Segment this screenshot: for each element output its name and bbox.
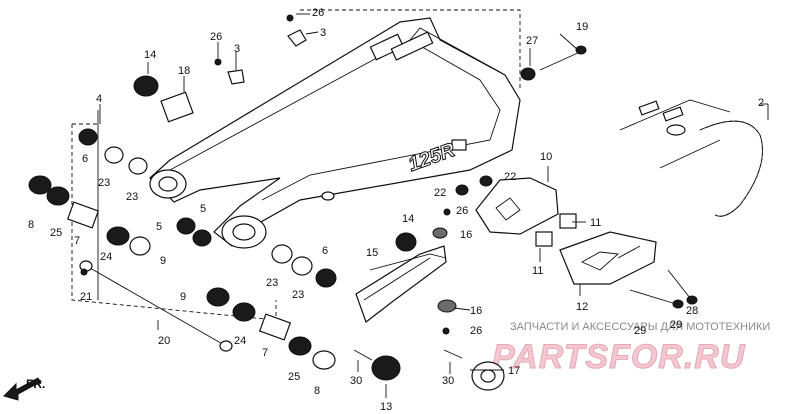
callout-label: 20 [158,335,170,347]
callout-label: 9 [180,291,186,303]
callout-label: 5 [200,203,206,215]
callout-label: 16 [470,305,482,317]
callout-label: 27 [526,35,538,47]
bolts [80,14,698,361]
callout-label: 10 [540,151,552,163]
callout-label: 26 [312,7,324,19]
callout-label: 5 [156,221,162,233]
callout-label: 22 [504,171,516,183]
callout-label: 3 [234,43,240,55]
callout-label: 24 [100,251,112,263]
callout-label: 9 [160,255,166,267]
callout-label: 30 [350,375,362,387]
callout-label: 2 [758,97,764,109]
swingarm-frame: 125R [149,17,521,249]
watermark-logo: PARTSFOR.RU [492,338,746,376]
callout-label: 26 [456,205,468,217]
callout-label: 7 [262,347,268,359]
chain-slider-upper [475,177,559,235]
callout-label: 24 [234,335,246,347]
callout-label: 23 [126,191,138,203]
callout-label: 8 [28,219,34,231]
callout-label: 14 [402,213,414,225]
callout-label: 29 [634,325,646,337]
callout-labels: 26 3 26 3 14 18 4 6 23 23 5 5 8 25 7 24 … [28,7,764,413]
callout-label: 15 [366,247,378,259]
callout-label: 23 [292,289,304,301]
callout-label: 29 [670,319,682,331]
callout-label: 13 [380,401,392,413]
callout-label: 6 [82,153,88,165]
callout-label: 25 [288,371,300,383]
chain-slider-lower [355,245,447,323]
callout-label: 28 [686,305,698,317]
chain-guide [559,231,657,285]
leader-lines [97,13,769,398]
callout-label: 11 [590,217,601,229]
callout-label: 17 [508,365,520,377]
callout-label: 8 [314,385,320,397]
pivot-shaft [79,260,233,352]
callout-label: 18 [178,65,190,77]
callout-label: 26 [210,31,222,43]
bushings [28,75,577,391]
watermark-text: ЗАПЧАСТИ И АКСЕССУАРЫ ДЛЯ МОТОТЕХНИКИ [510,321,770,333]
callout-label: 14 [144,49,156,61]
callout-label: 19 [576,21,588,33]
callout-label: 16 [460,229,472,241]
callout-label: 23 [98,177,110,189]
callout-label: 3 [320,27,326,39]
callout-label: 21 [80,291,92,303]
drive-chain [619,99,763,217]
front-direction-label: FR. [26,377,45,391]
callout-label: 30 [442,375,454,387]
callout-label: 4 [96,93,102,105]
callout-label: 7 [74,235,80,247]
callout-label: 22 [434,187,446,199]
callout-label: 25 [50,227,62,239]
callout-label: 23 [266,277,278,289]
callout-label: 12 [576,301,588,313]
callout-label: 6 [322,245,328,257]
callout-label: 11 [532,265,543,277]
callout-label: 26 [470,325,482,337]
front-direction-arrow: FR. [3,377,45,401]
